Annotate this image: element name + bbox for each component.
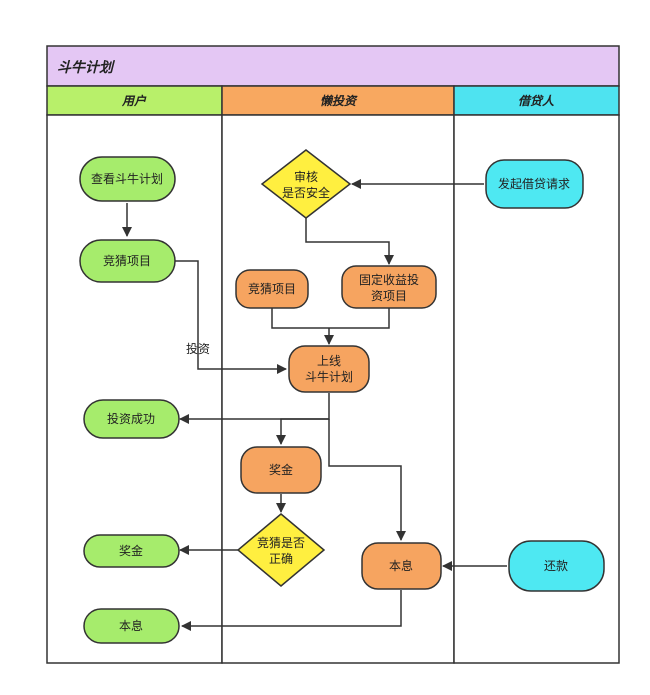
- lane-header-lanyt: [221, 85, 455, 116]
- node-guess-project-label: 竞猜项目: [248, 282, 296, 296]
- edge-label-invest: 投资: [186, 341, 210, 356]
- node-borrow-request: [485, 159, 584, 209]
- lane-label-borrower: 借贷人: [518, 94, 555, 108]
- node-repay: [508, 540, 605, 592]
- edge-user-guess-to-launch: [174, 260, 287, 374]
- node-guess-correct-decision: [236, 513, 326, 587]
- node-user-bonus-label: 奖金: [119, 543, 143, 558]
- node-bonus: [240, 446, 322, 494]
- edge-launch-to-principal: [328, 419, 406, 541]
- node-principal-label: 本息: [389, 558, 413, 573]
- node-view-plan: [79, 156, 176, 202]
- node-user-guess-label: 竞猜项目: [103, 254, 151, 268]
- diagram-title: 斗牛计划: [57, 59, 116, 76]
- node-launch-label: 上线: [317, 354, 341, 368]
- lane-label-lanyt: 懒投资: [320, 94, 358, 108]
- node-guess-correct-label-2: 正确: [269, 552, 293, 566]
- edge-launch-to-bonus: [276, 418, 329, 445]
- node-user-guess: [79, 239, 176, 283]
- node-fixed-income: [341, 265, 437, 309]
- node-launch-label-2: 斗牛计划: [305, 369, 353, 384]
- lane-body-user: [46, 114, 223, 664]
- node-review-label-2: 是否安全: [282, 185, 330, 200]
- lane-label-user: 用户: [121, 94, 147, 108]
- node-review-decision: [260, 149, 352, 219]
- node-guess-project: [235, 269, 309, 309]
- node-borrow-request-label: 发起借贷请求: [498, 176, 570, 191]
- diagram-title-bar: [46, 45, 620, 87]
- node-repay-label: 还款: [544, 559, 568, 573]
- edge-review-to-fixed: [305, 217, 394, 265]
- node-invest-success: [83, 399, 180, 439]
- node-user-principal-label: 本息: [119, 618, 143, 633]
- node-guess-correct-label: 竞猜是否: [257, 536, 305, 550]
- edge-principal-to-user: [181, 590, 402, 631]
- node-user-bonus: [83, 534, 180, 568]
- node-principal: [361, 542, 442, 590]
- lane-header-user: [46, 85, 223, 116]
- node-user-principal: [83, 608, 180, 644]
- node-fixed-income-label: 固定收益投: [359, 272, 419, 287]
- node-review-label: 审核: [294, 169, 318, 184]
- node-bonus-label: 奖金: [269, 462, 293, 477]
- node-fixed-income-label-2: 资项目: [371, 289, 407, 303]
- node-invest-success-label: 投资成功: [107, 411, 155, 426]
- edge-guess-fixed-to-launch: [271, 308, 390, 329]
- node-launch-plan: [288, 345, 370, 393]
- node-view-plan-label: 查看斗牛计划: [91, 171, 163, 186]
